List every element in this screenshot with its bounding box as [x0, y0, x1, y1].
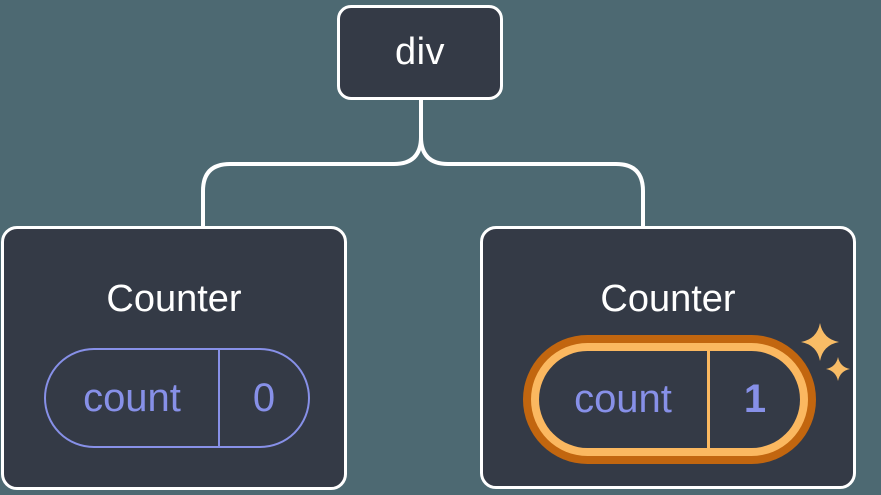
root-node-div: div [337, 5, 503, 100]
state-value: 1 [743, 377, 767, 421]
pill-divider [707, 351, 710, 448]
state-pill: count 0 [44, 348, 310, 448]
state-pill-highlight-ring: count 1 [523, 335, 816, 464]
sparkles-icon [801, 323, 850, 381]
state-pill-highlight-inner-ring: count 1 [531, 343, 808, 456]
state-key: count [574, 377, 672, 421]
state-pill: count 1 [539, 351, 800, 448]
connector-right-branch [419, 135, 645, 230]
counter-card-right: Counter count 1 [480, 226, 856, 489]
counter-card-left: Counter count 0 [1, 226, 347, 490]
state-key: count [83, 375, 181, 420]
connector-left-branch [201, 135, 423, 230]
pill-divider [218, 350, 220, 446]
component-title: Counter [106, 278, 242, 320]
state-value: 0 [252, 375, 276, 420]
component-title: Counter [600, 278, 736, 320]
root-node-label: div [394, 31, 446, 73]
